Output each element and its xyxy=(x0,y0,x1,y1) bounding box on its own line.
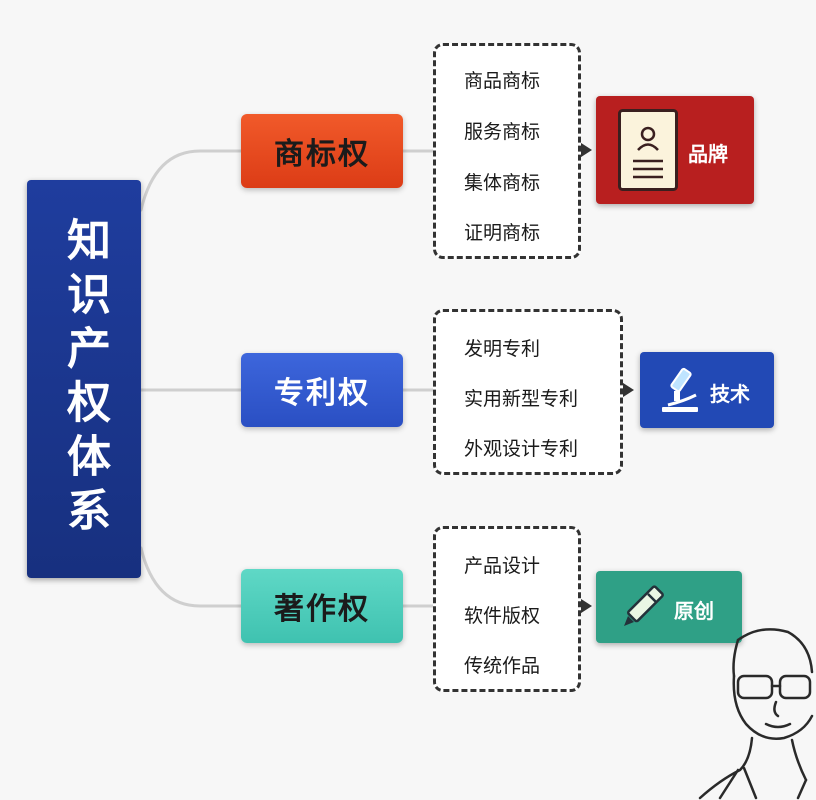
tag-tech: 技术 xyxy=(640,352,774,428)
patent-items-box: 发明专利 实用新型专利 外观设计专利 xyxy=(433,309,623,475)
root-node: 知识产权体系 xyxy=(27,180,141,578)
trademark-item: 集体商标 xyxy=(464,172,541,194)
pointer-brand xyxy=(578,141,592,159)
connector-root-trademark xyxy=(139,149,243,212)
pointer-tech xyxy=(620,381,634,399)
patent-item: 外观设计专利 xyxy=(464,438,579,460)
pencil-icon xyxy=(624,585,664,626)
microscope-icon xyxy=(662,367,698,412)
pointer-original xyxy=(578,597,592,615)
trademark-items-box: 商品商标 服务商标 集体商标 证明商标 xyxy=(433,43,581,259)
root-title: 知识产权体系 xyxy=(59,217,110,541)
category-patent: 专利权 xyxy=(241,353,403,427)
category-trademark-label: 商标权 xyxy=(274,137,370,172)
id-card-icon xyxy=(618,109,678,191)
copyright-item: 产品设计 xyxy=(464,555,541,577)
trademark-item: 证明商标 xyxy=(464,222,541,244)
tag-brand: 品牌 xyxy=(596,96,754,204)
copyright-item: 软件版权 xyxy=(464,605,541,627)
tag-brand-label: 品牌 xyxy=(688,142,728,166)
category-copyright-label: 著作权 xyxy=(274,592,370,627)
tag-original-label: 原创 xyxy=(674,599,714,623)
tag-original: 原创 xyxy=(596,571,742,643)
category-copyright: 著作权 xyxy=(241,569,403,643)
category-trademark: 商标权 xyxy=(241,114,403,188)
trademark-item: 商品商标 xyxy=(464,70,541,92)
copyright-items-box: 产品设计 软件版权 传统作品 xyxy=(433,526,581,692)
tag-tech-label: 技术 xyxy=(710,382,750,406)
person-illustration xyxy=(698,628,814,800)
patent-item: 实用新型专利 xyxy=(464,388,579,410)
category-patent-label: 专利权 xyxy=(274,376,370,411)
trademark-item: 服务商标 xyxy=(464,121,541,143)
connector-root-copyright xyxy=(139,546,243,608)
copyright-item: 传统作品 xyxy=(464,655,541,677)
patent-item: 发明专利 xyxy=(464,338,541,360)
